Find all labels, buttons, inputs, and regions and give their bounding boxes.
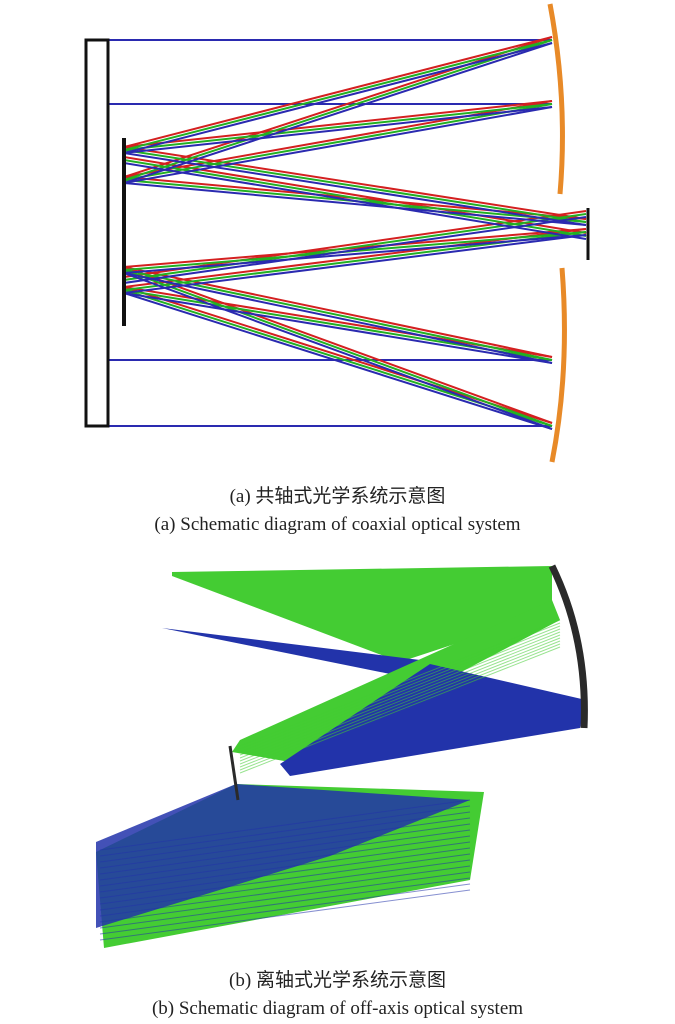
reflected-ray <box>123 106 553 154</box>
caption-a-en: (a) Schematic diagram of coaxial optical… <box>154 514 521 535</box>
offaxis-fold-mirror <box>228 745 240 801</box>
beam-hatch-line <box>239 643 561 771</box>
caption-b-zh: (b) 离轴式光学系统示意图 <box>229 970 446 991</box>
converging-ray <box>123 213 587 281</box>
converging-ray <box>123 146 587 220</box>
primary-mirror-upper <box>547 3 565 195</box>
coaxial-ray-bundle <box>108 36 587 430</box>
caption-b-en: (b) Schematic diagram of off-axis optica… <box>151 998 524 1019</box>
focal-plane-frame <box>84 38 110 428</box>
beam-hatch-line <box>239 646 561 774</box>
converging-ray <box>123 162 587 240</box>
beam-hatch-line <box>99 853 471 905</box>
reflected-ray <box>123 272 553 430</box>
caption-a-zh: (a) 共轴式光学系统示意图 <box>229 486 446 507</box>
beam-hatch-line <box>239 622 561 750</box>
green-input-beam <box>172 566 552 662</box>
reflected-ray <box>123 269 553 427</box>
reflected-ray <box>123 42 553 154</box>
beam-hatch-line <box>99 847 471 899</box>
green-reflected-beam <box>232 600 560 762</box>
reflected-ray <box>123 103 553 151</box>
beam-hatch-line <box>99 841 471 893</box>
blue-input-beam <box>162 628 420 676</box>
reflected-ray <box>123 103 553 181</box>
offaxis-diagram <box>96 564 588 948</box>
converging-ray <box>123 216 587 284</box>
converging-ray <box>123 182 587 226</box>
beam-hatch-line <box>239 640 561 768</box>
beam-hatch-line <box>99 859 471 911</box>
beam-hatch-line <box>99 817 471 869</box>
beam-hatch-line <box>239 631 561 759</box>
beam-hatch-line <box>99 829 471 881</box>
beam-hatch-line <box>99 889 471 941</box>
reflected-ray <box>123 39 553 151</box>
beam-hatch-line <box>99 811 471 863</box>
reflected-ray <box>123 266 553 424</box>
beam-hatch-line <box>99 865 471 917</box>
beam-hatch-line <box>239 628 561 756</box>
reflected-ray <box>123 272 553 364</box>
reflected-ray <box>123 292 553 430</box>
beam-hatch-line <box>99 871 471 923</box>
reflected-ray <box>123 292 553 364</box>
primary-mirror-lower <box>549 267 567 463</box>
offaxis-primary-mirror <box>548 564 588 729</box>
converging-ray <box>123 234 587 274</box>
reflected-ray <box>123 106 553 184</box>
beam-hatch-line <box>239 625 561 753</box>
reflected-ray <box>123 39 553 181</box>
offaxis-beam-bundle <box>96 566 586 948</box>
reflected-ray <box>123 266 553 358</box>
reflected-ray <box>123 42 553 184</box>
reflected-ray <box>123 100 553 148</box>
offaxis-diagram-panel <box>0 560 675 960</box>
beam-hatch-line <box>99 883 471 935</box>
blue-reflected-beam <box>280 664 586 776</box>
beam-hatch-line <box>99 877 471 929</box>
beam-hatch-line <box>239 619 561 747</box>
beam-hatch-line <box>239 637 561 765</box>
beam-hatch-line <box>99 835 471 887</box>
converging-ray <box>123 234 587 294</box>
converging-ray <box>123 152 587 226</box>
converging-ray <box>123 149 587 223</box>
beam-hatch-line <box>99 823 471 875</box>
converging-ray <box>123 159 587 237</box>
coaxial-diagram <box>84 3 590 463</box>
beam-hatch-line <box>99 805 471 857</box>
beam-hatch-line <box>99 799 471 851</box>
coaxial-diagram-panel <box>0 0 675 472</box>
reflected-ray <box>123 269 553 361</box>
reflected-ray <box>123 36 553 148</box>
beam-hatch-line <box>239 634 561 762</box>
